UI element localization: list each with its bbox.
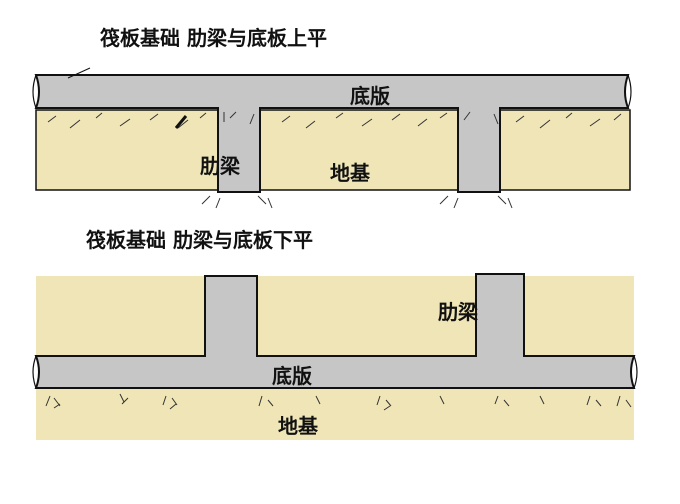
bottom-ground-label: 地基 [278,414,318,438]
top-rib-label: 肋梁 [200,154,240,178]
top-thick-hatch [174,115,188,129]
bottom-diagram-title: 筏板基础 肋梁与底板下平 [86,228,313,252]
top-slab-break-right [627,74,632,109]
bottom-soil-hatching [45,393,632,411]
top-soil-hatching [47,111,622,209]
bottom-slab-break-right [633,355,638,389]
bottom-upper-soil [36,276,634,356]
bottom-ground-soil [36,388,634,440]
top-diagram-title: 筏板基础 肋梁与底板上平 [100,26,327,50]
bottom-slab-break-left [32,355,37,389]
top-ground-label: 地基 [330,161,370,185]
bottom-diagram [32,273,638,440]
top-leader-line [67,67,91,79]
bottom-slab-label: 底版 [272,364,312,388]
bottom-rib-label: 肋梁 [438,300,478,324]
top-diagram [32,67,632,209]
bottom-slab-with-ribs [34,273,636,389]
top-slab-label: 底版 [350,84,390,108]
top-slab-break-left [32,74,37,109]
top-slab-with-ribs [34,74,630,193]
